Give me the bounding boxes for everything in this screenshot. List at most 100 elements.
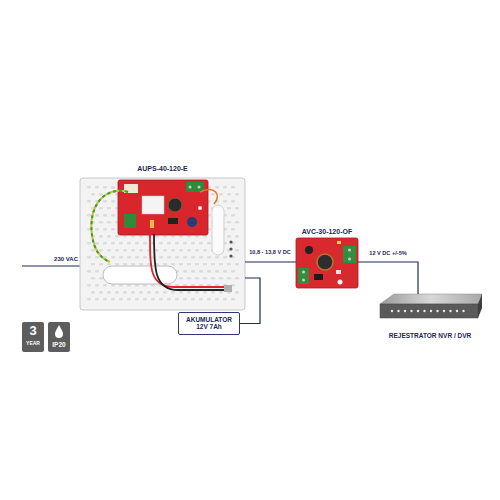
ventilation-holes: [95, 270, 99, 273]
ventilation-holes: [163, 263, 167, 266]
ip-badge: [48, 322, 70, 352]
ventilation-holes: [227, 207, 231, 210]
ventilation-holes: [199, 256, 203, 259]
ventilation-holes: [155, 291, 159, 294]
ventilation-holes: [107, 221, 111, 224]
ventilation-holes: [235, 263, 239, 266]
ventilation-holes: [179, 277, 183, 280]
voltage-label: 230 VAC: [20, 256, 78, 263]
ventilation-holes: [219, 193, 223, 196]
psu-pcb: [168, 218, 178, 224]
nvr-leds: [436, 310, 438, 312]
power-connector: [245, 261, 296, 262]
edge-label: 12 V DC +/-5%: [368, 250, 407, 256]
converter-pcb: [298, 268, 309, 284]
ip-badge: [48, 322, 70, 352]
ventilation-holes: [227, 193, 231, 196]
converter-pcb: [338, 280, 343, 285]
ventilation-holes: [183, 270, 187, 273]
nvr-leds: [391, 310, 465, 312]
converter-box: AVC-30-120-OF: [296, 228, 358, 290]
power-supply-box: AUPS-40-120-E: [80, 165, 245, 310]
ventilation-holes: [231, 214, 235, 217]
ventilation-holes: [131, 263, 135, 266]
ventilation-holes: [143, 242, 147, 245]
ventilation-holes: [111, 214, 115, 217]
psu-pcb: [186, 182, 204, 192]
power-connector: [358, 262, 418, 294]
converter-pcb: [296, 238, 358, 288]
ventilation-holes: [87, 214, 91, 217]
ventilation-holes: [103, 200, 107, 203]
wires: [224, 285, 232, 292]
node-sublabel: YEAR: [22, 341, 44, 347]
ventilation-holes: [95, 228, 99, 231]
ventilation-holes: [223, 270, 227, 273]
converter-pcb: [314, 274, 323, 280]
ventilation-holes: [199, 242, 203, 245]
ventilation-holes: [203, 277, 207, 280]
ventilation-holes: [119, 298, 123, 301]
ventilation-holes: [187, 249, 191, 252]
ventilation-holes: [231, 270, 235, 273]
ventilation-holes: [99, 277, 103, 280]
ventilation-holes: [95, 284, 99, 287]
ventilation-holes: [235, 277, 239, 280]
ventilation-holes: [191, 270, 195, 273]
ventilation-holes: [163, 249, 167, 252]
warranty-badge: [22, 322, 44, 352]
ventilation-holes: [183, 298, 187, 301]
ventilation-holes: [147, 291, 151, 294]
ventilation-holes: [91, 277, 95, 280]
nvr-leds: [404, 310, 406, 312]
ventilation-holes: [127, 298, 131, 301]
psu-pcb: [189, 186, 192, 189]
ventilation-holes: [179, 263, 183, 266]
ip-badge: [55, 325, 63, 338]
ventilation-holes: [103, 284, 107, 287]
ventilation-holes: [87, 186, 239, 301]
ventilation-holes: [87, 270, 91, 273]
enclosure-housing: [80, 178, 245, 310]
ventilation-holes: [203, 263, 207, 266]
ventilation-holes: [187, 263, 191, 266]
converter-pcb: [302, 271, 305, 274]
ventilation-holes: [195, 263, 199, 266]
ventilation-holes: [171, 249, 175, 252]
enclosure-housing: [103, 266, 177, 284]
ventilation-holes: [123, 263, 127, 266]
psu-pcb: [168, 198, 182, 212]
ventilation-holes: [195, 277, 199, 280]
ventilation-holes: [235, 193, 239, 196]
battery-box: AKUMULATOR 12V 7Ah: [178, 312, 240, 335]
wires: [154, 234, 226, 290]
nvr-leds: [443, 310, 445, 312]
ventilation-holes: [211, 291, 215, 294]
ventilation-holes: [107, 291, 111, 294]
ventilation-holes: [235, 235, 239, 238]
node-label: AVC-30-120-OF: [290, 228, 364, 236]
nvr-leds: [410, 310, 412, 312]
ventilation-holes: [223, 200, 227, 203]
ventilation-holes: [115, 235, 119, 238]
ventilation-holes: [103, 298, 107, 301]
ventilation-holes: [107, 235, 111, 238]
ventilation-holes: [99, 263, 103, 266]
psu-pcb: [124, 214, 136, 228]
ventilation-holes: [95, 186, 99, 189]
ventilation-holes: [91, 263, 95, 266]
ventilation-holes: [127, 256, 131, 259]
ventilation-holes: [143, 298, 147, 301]
psu-pcb: [198, 206, 202, 210]
ventilation-holes: [223, 298, 227, 301]
ventilation-holes: [131, 291, 135, 294]
ventilation-holes: [175, 298, 179, 301]
nvr-leds: [430, 310, 432, 312]
converter-pcb: [305, 246, 313, 254]
wires: [91, 191, 128, 262]
ventilation-holes: [175, 242, 179, 245]
ventilation-holes: [183, 242, 187, 245]
ventilation-holes: [159, 298, 163, 301]
ventilation-holes: [95, 214, 99, 217]
